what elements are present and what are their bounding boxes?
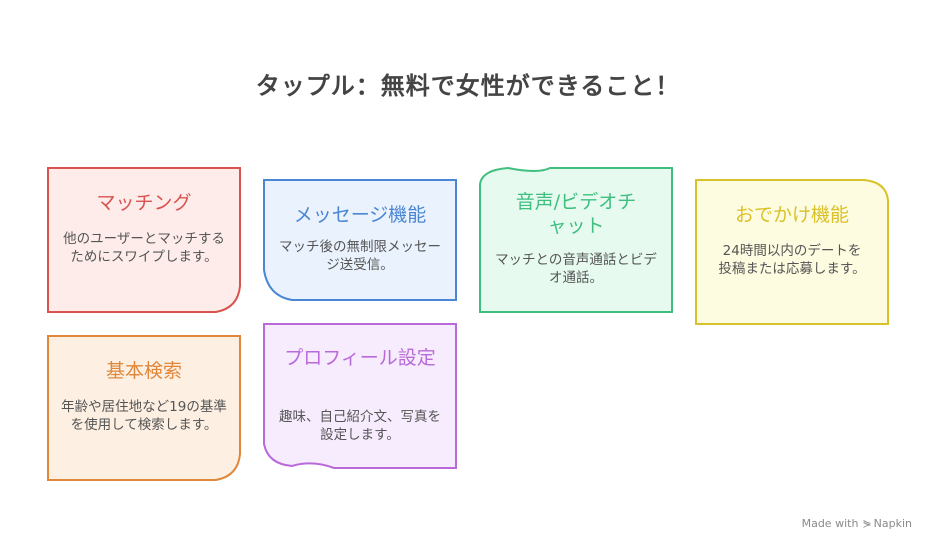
card-matching: マッチング 他のユーザーとマッチするためにスワイプします。: [46, 166, 242, 314]
watermark: Made with⋟Napkin: [802, 517, 912, 530]
card-voice-video-heading: 音声/ビデオチャット: [515, 191, 637, 237]
card-basic-search-shape: [47, 335, 241, 481]
card-outing: おでかけ機能 24時間以内のデートを投稿または応募します。: [694, 178, 890, 326]
card-profile-settings: プロフィール設定 趣味、自己紹介文、写真を設定します。: [262, 322, 458, 470]
card-outing-heading: おでかけ機能: [734, 204, 849, 226]
card-profile-settings-shape: [263, 323, 457, 469]
card-profile-settings-heading: プロフィール設定: [284, 347, 436, 369]
card-messaging-shape: [263, 179, 457, 301]
napkin-icon: ⋟: [862, 517, 872, 530]
card-matching-shape: [47, 167, 241, 313]
card-messaging-body: マッチ後の無制限メッセージ送受信。: [279, 239, 441, 273]
card-voice-video-shape: [479, 166, 673, 313]
card-voice-video-body: マッチとの音声通話とビデオ通話。: [495, 252, 657, 286]
card-basic-search-heading: 基本検索: [105, 360, 182, 382]
card-outing-shape: [695, 179, 889, 325]
card-basic-search-body: 年齢や居住地など19の基準を使用して検索します。: [61, 399, 227, 433]
card-profile-settings-body: 趣味、自己紹介文、写真を設定します。: [279, 409, 441, 443]
card-outing-body: 24時間以内のデートを投稿または応募します。: [718, 243, 866, 277]
card-messaging: メッセージ機能 マッチ後の無制限メッセージ送受信。: [262, 178, 458, 302]
watermark-prefix: Made with: [801, 517, 859, 530]
watermark-brand: Napkin: [873, 517, 912, 530]
card-messaging-heading: メッセージ機能: [293, 204, 427, 226]
diagram-title: タップル：無料で女性ができること！: [255, 72, 681, 100]
card-basic-search: 基本検索 年齢や居住地など19の基準を使用して検索します。: [46, 334, 242, 482]
card-voice-video: 音声/ビデオチャット マッチとの音声通話とビデオ通話。: [478, 166, 674, 314]
card-matching-heading: マッチング: [96, 192, 192, 214]
card-matching-body: 他のユーザーとマッチするためにスワイプします。: [63, 231, 225, 265]
